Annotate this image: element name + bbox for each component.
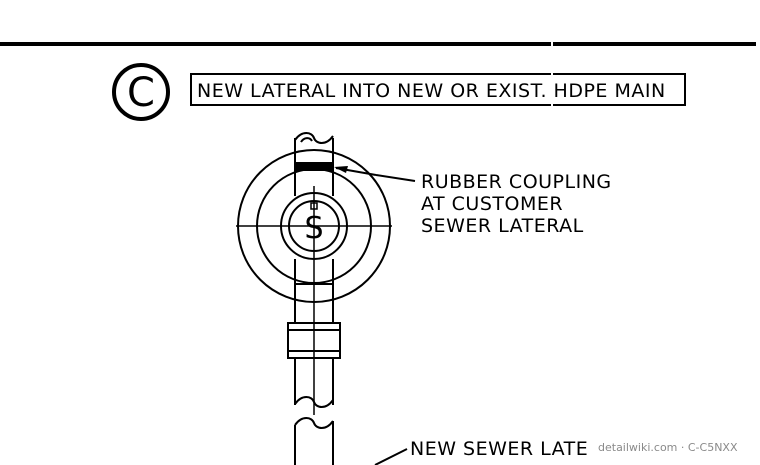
watermark-backdrop: [590, 436, 760, 458]
coupling-callout-line2: AT CUSTOMER: [421, 193, 563, 215]
coupling-leader: [334, 166, 416, 182]
lateral-callout-line1: NEW SEWER LATEF: [410, 438, 600, 460]
riser-pipe: [294, 178, 334, 196]
watermark-text: detailwiki.com · C-C5NXX: [598, 441, 738, 454]
detail-marker-circle: [112, 63, 170, 121]
detail-marker-letter: C: [127, 70, 155, 116]
rubber-coupling: [295, 162, 333, 171]
coupling-collar: [287, 322, 341, 359]
title-box: [190, 73, 686, 106]
lateral-pipe-bottom: [294, 358, 334, 465]
detail-title: NEW LATERAL INTO NEW OR EXIST. HDPE MAIN: [197, 80, 666, 102]
lateral-pipe-lower: [294, 259, 334, 323]
coupling-callout-line1: RUBBER COUPLING: [421, 171, 612, 193]
coupling-callout-line3: SEWER LATERAL: [421, 215, 584, 237]
lateral-leader: [374, 448, 408, 465]
